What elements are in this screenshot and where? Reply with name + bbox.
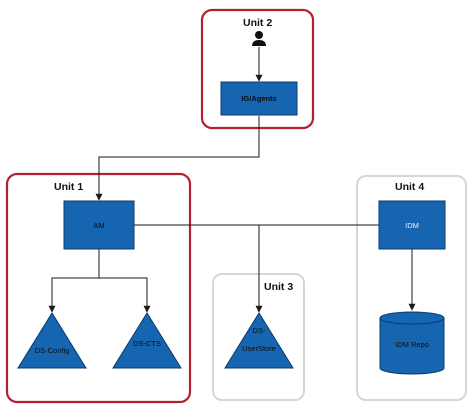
ig-to-am-connector: [95, 116, 260, 201]
unit-2-label: Unit 2: [243, 17, 272, 29]
ds-userstore-node[interactable]: DS- UserStore: [224, 312, 294, 369]
user-icon: [252, 31, 266, 46]
idm-repo-label: IDM Repo: [395, 340, 429, 349]
am-node[interactable]: AM: [63, 200, 135, 250]
unit-4-label: Unit 4: [395, 181, 424, 193]
unit-2-container: [200, 8, 315, 130]
idm-node[interactable]: IDM: [378, 200, 446, 250]
am-to-ds-cts-connector: [99, 277, 151, 313]
idm-label: IDM: [405, 221, 419, 230]
ds-userstore-label-line1: DS-: [253, 326, 266, 335]
unit-3-label: Unit 3: [264, 281, 293, 293]
ig-agents-label: IG/Agents: [241, 94, 276, 103]
idm-repo-node[interactable]: IDM Repo: [379, 311, 445, 375]
unit-1-label: Unit 1: [54, 181, 83, 193]
ds-userstore-label-line2: UserStore: [242, 344, 276, 353]
ds-cts-node[interactable]: DS-CTS: [112, 312, 182, 369]
ig-agents-node[interactable]: IG/Agents: [220, 81, 298, 116]
am-label: AM: [93, 221, 104, 230]
unit-4-container: [356, 175, 467, 401]
ds-config-node[interactable]: DS-Config: [17, 312, 87, 369]
ds-cts-label: DS-CTS: [133, 339, 161, 348]
am-to-ds-config-connector: [48, 277, 99, 313]
ds-config-label: DS-Config: [35, 346, 70, 355]
